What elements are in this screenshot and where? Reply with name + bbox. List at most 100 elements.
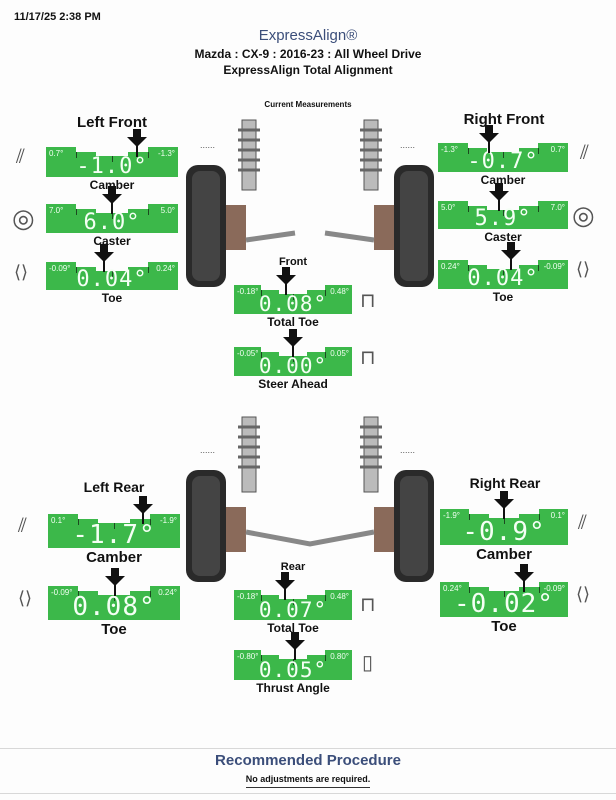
steer-ahead-icon: ⊓ xyxy=(360,347,376,369)
gauge-min: -0.80° xyxy=(237,652,259,661)
brand-title: ExpressAlign® xyxy=(258,27,358,44)
gauge-max: -0.09° xyxy=(543,262,565,271)
gauge-tick xyxy=(76,267,78,273)
steer-ahead-gauge: -0.05° 0.05° 0.00° Steer Ahead xyxy=(234,329,352,391)
procedure-title: ExpressAlign Total Alignment xyxy=(223,63,393,77)
gauge-max: -0.09° xyxy=(543,584,565,593)
gauge-value: 0.08° xyxy=(72,592,156,622)
gauge-min: 7.0° xyxy=(49,206,64,215)
rear-title: Rear xyxy=(280,561,306,573)
gauge-notch xyxy=(278,590,308,599)
vehicle-info: Mazda : CX-9 : 2016-23 : All Wheel Drive xyxy=(194,47,422,61)
gauge-min: -0.09° xyxy=(51,588,73,597)
recommended-procedure: Recommended Procedure No adjustments are… xyxy=(200,752,416,788)
gauge-tick xyxy=(293,356,294,362)
gauge-label: Caster xyxy=(93,234,131,248)
rf-caster-gauge: 5.0° 7.0° 5.9° Caster xyxy=(438,183,568,244)
gauge-tick xyxy=(261,352,263,358)
gauge-max: 0.24° xyxy=(156,264,175,273)
gauge-max: -1.9° xyxy=(160,516,177,525)
rf-toe-gauge: 0.24° -0.09° 0.04° Toe xyxy=(438,242,568,304)
lf-caster-gauge: 7.0° 5.0° 6.0° Caster xyxy=(46,186,178,248)
gauge-tick xyxy=(147,209,149,215)
gauge-min: -1.3° xyxy=(441,145,458,154)
gauge-min: 0.7° xyxy=(49,149,64,158)
gauge-tick xyxy=(147,152,149,158)
gauge-tick xyxy=(503,152,504,158)
gauge-tick xyxy=(469,514,471,520)
gauge-notch xyxy=(98,586,130,595)
gauge-bar: -0.18° 0.48° 0.07° xyxy=(234,590,352,622)
gauge-tick xyxy=(538,587,540,593)
gauge-bar: -0.80° 0.80° 0.05° xyxy=(234,650,352,682)
gauge-bar: -1.3° 0.7° -0.7° xyxy=(438,143,568,174)
gauge-tick xyxy=(538,265,540,271)
toe-icon: ⟨⟩ xyxy=(576,584,591,604)
gauge-bar: 0.1° -1.9° -1.7° xyxy=(48,514,180,550)
gauge-label: Toe xyxy=(492,290,514,304)
gauge-label: Caster xyxy=(484,230,522,244)
gauge-value: 0.05° xyxy=(258,658,328,682)
lf-camber-gauge: 0.7° -1.3° -1.0° Camber xyxy=(46,129,178,192)
rr-toe-gauge: 0.24° -0.09° -0.02° Toe xyxy=(440,564,568,635)
gauge-tick xyxy=(76,152,78,158)
camber-icon: ⫽ xyxy=(578,512,587,534)
gauge-label: Thrust Angle xyxy=(256,681,330,695)
right-rear-title: Right Rear xyxy=(469,475,541,491)
gauge-min: 0.24° xyxy=(443,584,462,593)
gauge-tick xyxy=(114,523,115,529)
gauge-tick xyxy=(538,148,540,154)
gauge-notch xyxy=(278,285,308,294)
gauge-bar: -0.18° 0.48° 0.08° xyxy=(234,285,352,316)
gauge-tick xyxy=(112,213,113,219)
total-toe-icon: ⊓ xyxy=(360,594,376,616)
gauge-tick xyxy=(78,519,80,525)
gauge-value: 0.04° xyxy=(467,266,539,291)
gauge-max: 0.7° xyxy=(550,145,565,154)
toe-icon: ⟨⟩ xyxy=(18,588,33,608)
rear-total-toe-gauge: -0.18° 0.48° 0.07° Total Toe xyxy=(234,572,352,635)
gauge-tick xyxy=(78,591,80,597)
gauge-max: 0.48° xyxy=(330,287,349,296)
gauge-min: -0.05° xyxy=(237,349,259,358)
gauge-tick xyxy=(261,290,263,296)
gauge-tick xyxy=(324,290,326,296)
dots: ...... xyxy=(200,445,216,455)
front-title: Front xyxy=(278,256,308,268)
gauge-tick xyxy=(293,659,294,665)
front-total-toe-gauge: -0.18° 0.48° 0.08° Total Toe xyxy=(234,267,352,329)
dots: ...... xyxy=(200,140,216,150)
gauge-label: Camber xyxy=(89,178,135,192)
gauge-min: -0.09° xyxy=(49,264,71,273)
gauge-tick xyxy=(504,591,505,597)
gauge-notch xyxy=(487,143,519,152)
gauge-value: -0.7° xyxy=(467,149,539,174)
divider xyxy=(0,748,616,749)
gauge-label: Total Toe xyxy=(267,621,319,635)
gauge-min: -0.18° xyxy=(237,287,259,296)
gauge-label: Camber xyxy=(476,546,532,563)
gauge-value: -0.02° xyxy=(454,589,554,619)
thrust-angle-gauge: -0.80° 0.80° 0.05° Thrust Angle xyxy=(234,632,352,695)
gauge-tick xyxy=(538,514,540,520)
gauge-label: Toe xyxy=(491,618,517,635)
gauge-tick xyxy=(293,294,294,300)
caster-icon: ◎ xyxy=(572,200,595,230)
lr-camber-gauge: 0.1° -1.9° -1.7° Camber xyxy=(48,496,180,566)
gauge-label: Toe xyxy=(101,621,127,638)
gauge-value: 6.0° xyxy=(83,210,141,235)
gauge-tick xyxy=(324,655,326,661)
gauge-notch xyxy=(487,260,519,269)
gauge-bar: -0.09° 0.24° 0.04° xyxy=(46,262,178,292)
gauge-tick xyxy=(469,587,471,593)
gauge-value: 0.08° xyxy=(258,292,328,316)
gauge-min: -0.18° xyxy=(237,592,259,601)
gauge-tick xyxy=(76,209,78,215)
lf-toe-gauge: -0.09° 0.24° 0.04° Toe xyxy=(46,244,178,305)
toe-icon: ⟨⟩ xyxy=(14,262,29,282)
recommended-message: No adjustments are required. xyxy=(245,774,371,788)
gauge-min: -1.9° xyxy=(443,511,460,520)
lr-toe-gauge: -0.09° 0.24° 0.08° Toe xyxy=(48,568,180,638)
gauge-min: 0.1° xyxy=(51,516,66,525)
